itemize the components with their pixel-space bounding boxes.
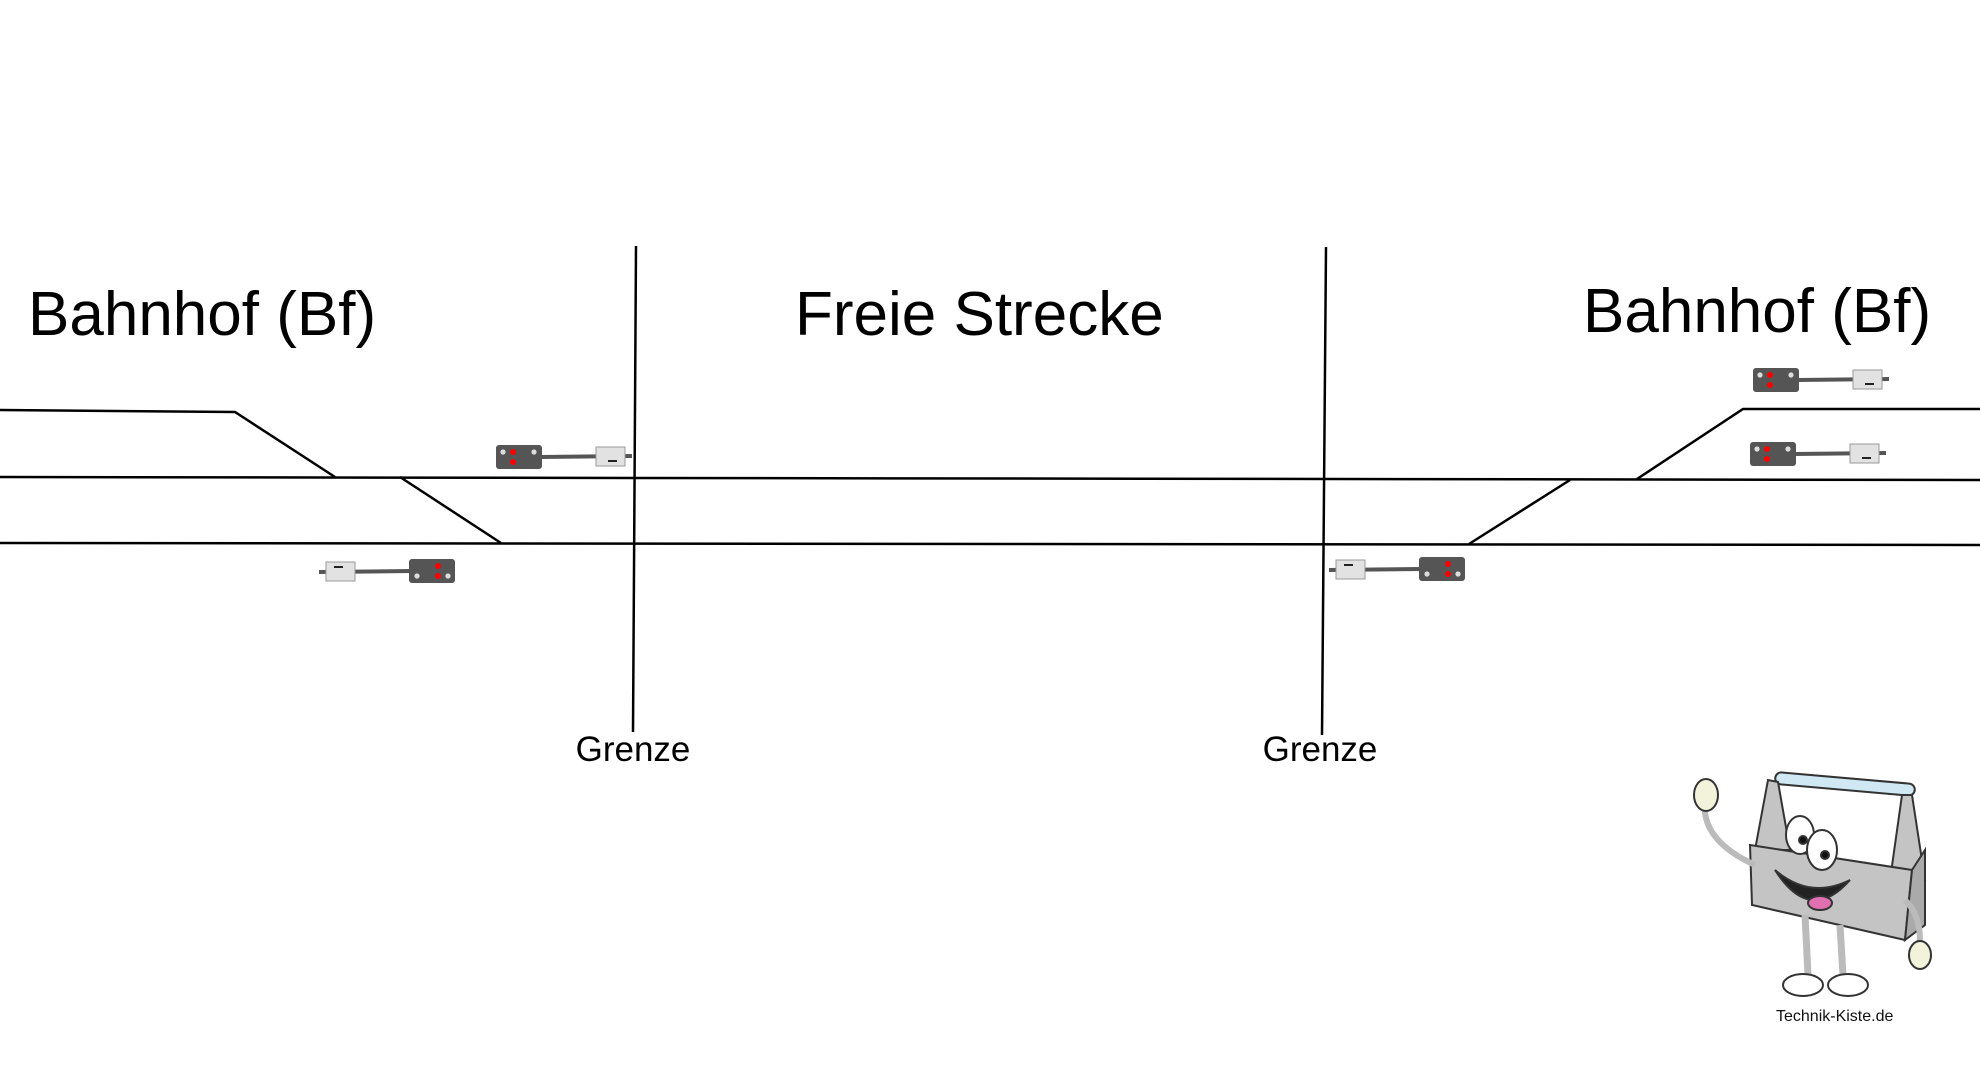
- station-label-right: Bahnhof (Bf): [1583, 277, 1932, 346]
- signal-left-upper: [494, 443, 634, 471]
- boundary-line-left: [631, 245, 638, 733]
- open-line-label: Freie Strecke: [795, 280, 1164, 349]
- tracks: [0, 245, 1980, 736]
- main-track-lower: [0, 541, 1980, 547]
- signal-left-lower: [317, 557, 457, 585]
- boundary-label-right: Grenze: [1262, 730, 1378, 769]
- signal-right-top: [1751, 366, 1891, 394]
- station-label-left: Bahnhof (Bf): [28, 280, 377, 349]
- technik-kiste-logo: [1693, 771, 1932, 997]
- logo-text: Technik-Kiste.de: [1776, 1008, 1894, 1025]
- siding-right: [1636, 407, 1980, 481]
- crossover-left: [399, 475, 502, 545]
- main-track-upper: [0, 475, 1980, 482]
- crossover-right: [1468, 478, 1571, 546]
- signal-right-lower: [1327, 555, 1467, 583]
- boundary-label-left: Grenze: [575, 730, 691, 769]
- siding-left: [0, 408, 336, 479]
- signal-right-middle: [1748, 440, 1888, 468]
- boundary-line-right: [1320, 246, 1328, 736]
